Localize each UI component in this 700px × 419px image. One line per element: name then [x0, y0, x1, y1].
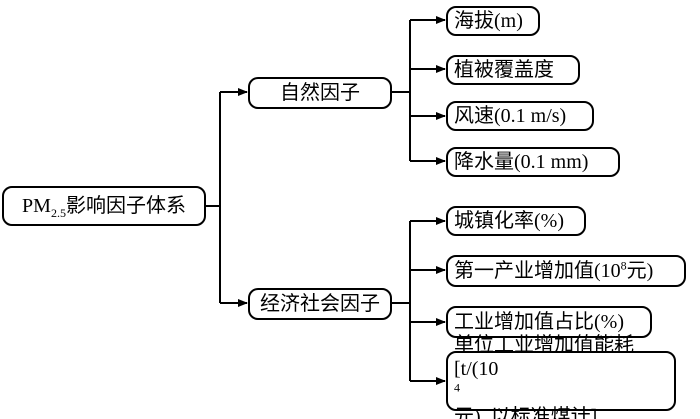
industry-share-label: 工业增加值占比(%)	[454, 311, 624, 333]
primary-industry-value-node: 第一产业增加值(108元)	[446, 255, 686, 287]
wind-speed-node: 风速(0.1 m/s)	[446, 101, 594, 131]
urbanization-rate-label: 城镇化率(%)	[454, 210, 564, 232]
natural-factors-node: 自然因子	[248, 77, 392, 109]
wind-speed-label: 风速(0.1 m/s)	[454, 105, 567, 127]
primary-industry-value-label: 第一产业增加值(108元)	[454, 258, 654, 282]
urbanization-rate-node: 城镇化率(%)	[446, 206, 586, 236]
root-node: PM2.5影响因子体系	[2, 186, 206, 226]
vegetation-coverage-node: 植被覆盖度	[446, 55, 580, 85]
precipitation-node: 降水量(0.1 mm)	[446, 147, 620, 177]
precipitation-label: 降水量(0.1 mm)	[454, 151, 589, 173]
socio-economic-factors-label: 经济社会因子	[260, 293, 380, 315]
elevation-label: 海拔(m)	[454, 10, 523, 32]
natural-factors-label: 自然因子	[280, 82, 360, 104]
energy-consumption-line1: 单位工业增加值能耗	[454, 334, 634, 356]
industry-share-node: 工业增加值占比(%)	[446, 306, 652, 338]
root-label: PM2.5影响因子体系	[22, 195, 186, 220]
socio-economic-factors-node: 经济社会因子	[248, 288, 392, 320]
elevation-node: 海拔(m)	[446, 6, 540, 36]
vegetation-coverage-label: 植被覆盖度	[454, 59, 554, 81]
